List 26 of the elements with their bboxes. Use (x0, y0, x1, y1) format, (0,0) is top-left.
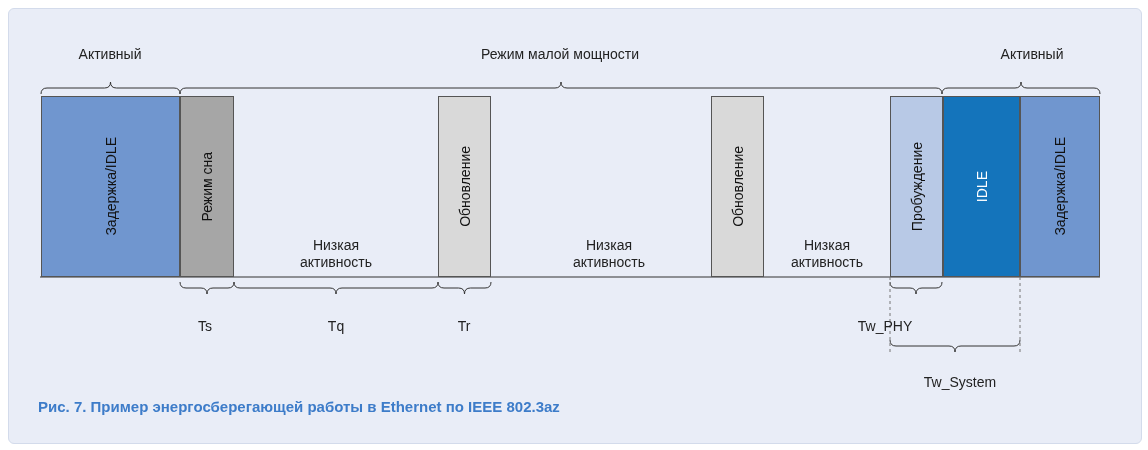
state-label: Обновление (729, 146, 746, 227)
state-bar (943, 96, 1020, 277)
phase-label: Режим малой мощности (481, 46, 639, 63)
state-bar (711, 96, 764, 277)
state-label: Обновление (456, 146, 473, 227)
state-label: Низкая активность (790, 237, 864, 271)
state-bar (438, 96, 491, 277)
state-bar (890, 96, 943, 277)
state-label: Задержка/IDLE (102, 137, 119, 236)
interval-label: Tw_System (923, 374, 997, 391)
state-label: Низкая активность (572, 237, 646, 271)
interval-label: Ts (198, 318, 212, 335)
state-label: Режим сна (199, 151, 215, 222)
state-bar (1020, 96, 1100, 277)
interval-label: Tw_PHY (857, 318, 913, 335)
state-label: IDLE (973, 170, 990, 203)
interval-label: Tr (457, 318, 471, 335)
state-label: Задержка/IDLE (1052, 137, 1068, 236)
state-bar (180, 96, 234, 277)
figure-caption: Рис. 7. Пример энергосберегающей работы в Ethernet по IEEE 802.3az (38, 398, 560, 415)
state-label: Пробуждение (908, 141, 925, 232)
phase-label: Активный (78, 46, 142, 63)
interval-label: Tq (327, 318, 345, 335)
state-label: Низкая активность (299, 237, 373, 271)
state-bar (41, 96, 180, 277)
phase-label: Активный (1000, 46, 1064, 63)
